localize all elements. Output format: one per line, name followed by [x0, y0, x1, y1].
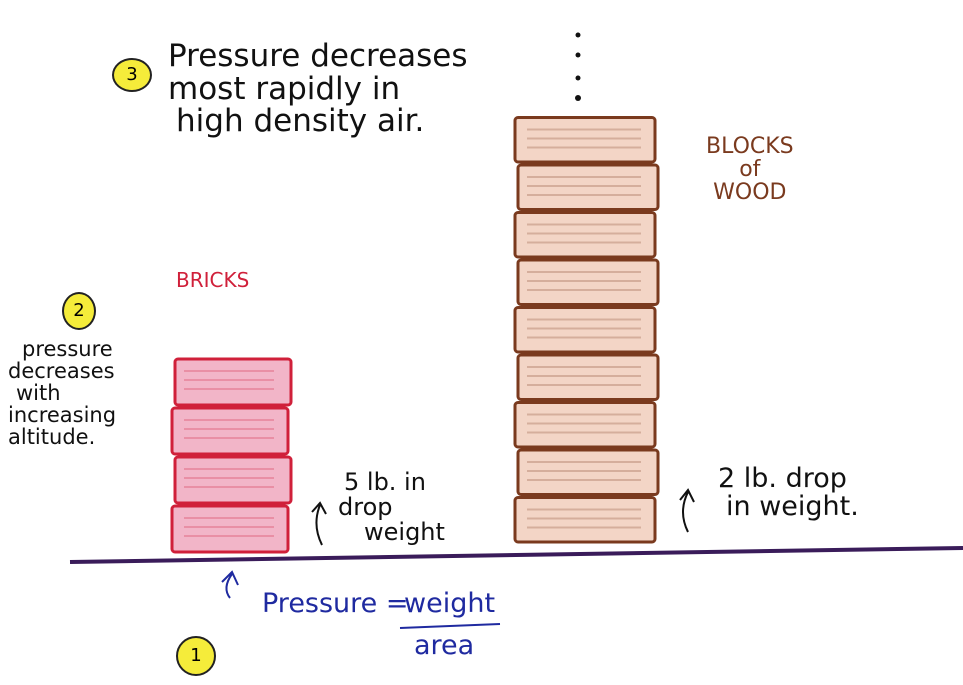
- wood-stack: [513, 116, 660, 544]
- note-2-text: pressure decreases with increasing altit…: [8, 338, 116, 448]
- note-2-line: altitude.: [8, 425, 96, 450]
- wood-label-line: BLOCKS: [706, 134, 794, 159]
- bricks-drop-line: 5 lb. in: [344, 468, 426, 496]
- wood-block: [516, 163, 660, 211]
- pressure-arrow-icon: [221, 570, 239, 599]
- note-3-text: Pressure decreases most rapidly in high …: [168, 40, 468, 138]
- wood-block: [516, 448, 660, 496]
- formula-numerator: weight: [404, 588, 496, 619]
- wood-block: [513, 116, 657, 164]
- brick: [170, 406, 290, 456]
- wood-block: [516, 353, 660, 401]
- step-3-badge: 3: [112, 58, 152, 92]
- ground-line: [69, 546, 963, 564]
- wood-drop-line: in weight.: [726, 491, 859, 523]
- brick: [173, 455, 293, 505]
- note-2-line: with: [16, 381, 61, 406]
- wood-block: [513, 306, 657, 354]
- wood-block: [516, 258, 660, 306]
- formula-denominator: area: [414, 630, 475, 661]
- wood-label-line: WOOD: [713, 180, 787, 206]
- note-3-line: Pressure decreases: [168, 38, 468, 74]
- continuation-dots: [575, 32, 581, 101]
- bricks-drop-label: 5 lb. in drop weight: [338, 468, 445, 547]
- bricks-label: BRICKS: [176, 268, 250, 292]
- wood-block: [513, 401, 657, 449]
- bricks-arrow-icon: [311, 501, 327, 546]
- fraction-bar: [399, 623, 501, 629]
- brick: [170, 504, 290, 554]
- bricks-drop-line: drop: [338, 493, 393, 522]
- brick-stack: [170, 357, 293, 554]
- bricks-drop-line: weight: [364, 518, 445, 547]
- formula-lhs: Pressure =: [262, 588, 409, 619]
- wood-block: [513, 496, 657, 544]
- note-2-line: decreases: [8, 359, 115, 384]
- wood-drop-line: 2 lb. drop: [718, 463, 847, 494]
- note-2-line: increasing: [8, 403, 117, 428]
- note-3-line: most rapidly in: [168, 70, 401, 107]
- wood-drop-label: 2 lb. drop in weight.: [718, 463, 859, 523]
- wood-block: [513, 211, 657, 259]
- note-2-line: pressure: [22, 337, 113, 361]
- note-3-line: high density air.: [176, 103, 425, 140]
- brick: [173, 357, 293, 407]
- step-2-badge: 2: [62, 292, 96, 330]
- wood-label-line: of: [739, 157, 761, 183]
- step-1-badge: 1: [176, 636, 216, 676]
- wood-label: BLOCKS of WOOD: [706, 135, 794, 204]
- wood-arrow-icon: [679, 488, 695, 533]
